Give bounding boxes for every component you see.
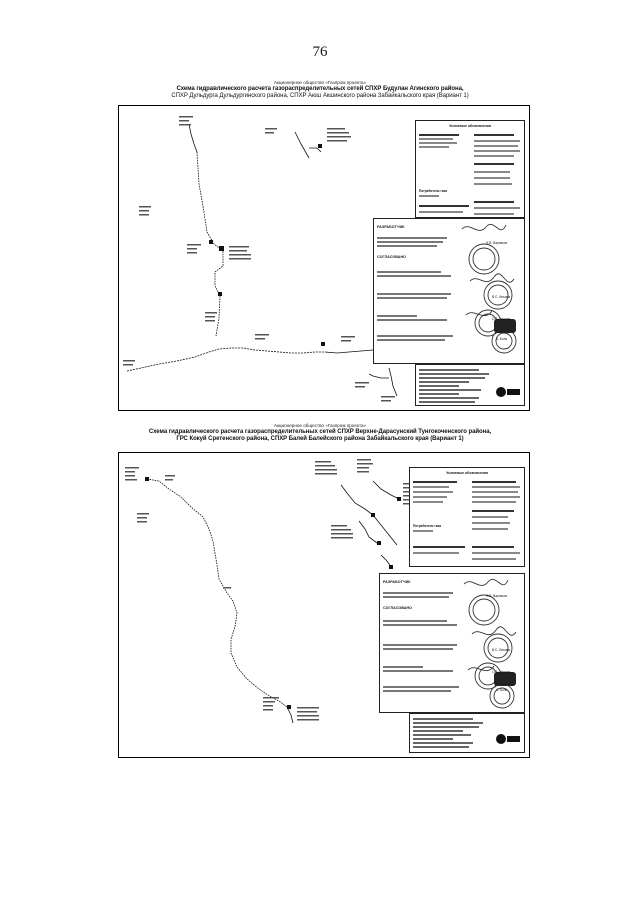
- pipeline-segment: [388, 367, 398, 397]
- top-legend-consumers: Потребитель газа: [419, 189, 447, 193]
- bottom-network-map: [125, 459, 413, 724]
- grp-node: [145, 477, 149, 481]
- bottom-agreed-label: СОГЛАСОВАНО: [383, 606, 413, 610]
- top-approval-block: РАЗРАБОТЧИК Н.В. Варнакое СОГЛАСОВАНО В.…: [373, 218, 525, 364]
- grp-node: [397, 497, 401, 501]
- pipeline-segment: [146, 478, 288, 708]
- bottom-seals-and-signatures: [463, 578, 517, 709]
- top-org-name: Акционерное общество «Газпром проекта»: [273, 80, 367, 85]
- grp-node: [318, 144, 322, 148]
- pipeline-segment: [294, 131, 310, 159]
- pipeline-segment: [286, 706, 294, 724]
- top-signer-3: О.В. Черноя: [492, 317, 511, 321]
- grp-node: [377, 541, 381, 545]
- top-title-line-1: Схема гидравлического расчета газораспре…: [176, 86, 464, 92]
- pipeline-segment: [340, 484, 398, 546]
- gazprom-logo-icon: [496, 734, 520, 744]
- pipeline-segment: [324, 349, 374, 354]
- pipeline-segment: [368, 373, 389, 379]
- top-developer-label: РАЗРАБОТЧИК: [377, 225, 405, 229]
- grp-node: [209, 240, 213, 244]
- top-title-line-2: СПХР Дульдурга Дульдургинского района, С…: [171, 93, 469, 100]
- grp-node: [371, 513, 375, 517]
- top-signer-4: А. Боль: [496, 337, 508, 341]
- top-legend-title: Условные обозначения: [449, 124, 491, 128]
- bottom-legend-title: Условные обозначения: [446, 471, 488, 475]
- top-agreed-label: СОГЛАСОВАНО: [377, 255, 407, 259]
- bottom-scheme-caption: Акционерное общество «Газпром проекта» С…: [100, 423, 540, 443]
- grp-node: [218, 292, 222, 296]
- top-legend: Условные обозначения Потребитель газа: [415, 120, 525, 218]
- bottom-signer-2: В.С. Ильина: [492, 648, 511, 652]
- grp-node: [389, 565, 393, 569]
- page-number: 76: [312, 44, 328, 60]
- bottom-title-line-2: ГРС Кокуй Сретенского района, СПХР Балей…: [176, 436, 464, 443]
- bottom-legend: Условные обозначения Потребитель газа: [409, 467, 525, 567]
- grp-node: [321, 342, 325, 346]
- pipeline-segment: [196, 151, 224, 252]
- top-seals-and-signatures: [461, 223, 517, 354]
- grp-node: [219, 246, 224, 251]
- gazprom-logo-icon: [496, 387, 520, 397]
- bottom-signer-1: Н.В. Варнакое: [486, 594, 508, 598]
- bottom-org-name: Акционерное общество «Газпром проекта»: [273, 423, 367, 428]
- pipeline-segment: [372, 480, 400, 500]
- top-signer-1: Н.В. Варнакое: [486, 241, 508, 245]
- bottom-legend-consumers: Потребитель газа: [413, 524, 441, 528]
- bottom-title-block: [409, 713, 525, 753]
- bottom-title-line-1: Схема гидравлического расчета газораспре…: [148, 429, 492, 435]
- bottom-approval-block: РАЗРАБОТЧИК Н.В. Варнакое СОГЛАСОВАНО В.…: [379, 573, 525, 713]
- pipeline-segment: [126, 347, 325, 372]
- top-scheme-caption: Акционерное общество «Газпром проекта» С…: [100, 80, 540, 100]
- pipeline-segment: [309, 147, 322, 153]
- top-title-block: [415, 364, 525, 406]
- grp-node: [287, 705, 291, 709]
- pipeline-segment: [215, 295, 221, 337]
- bottom-signer-4: А. Боль: [496, 688, 508, 692]
- bottom-scheme-frame: Условные обозначения Потребитель газа: [118, 452, 530, 758]
- bottom-developer-label: РАЗРАБОТЧИК: [383, 580, 411, 584]
- pipeline-segment: [214, 251, 224, 297]
- top-signer-2: В.С. Ильина: [492, 295, 511, 299]
- pipeline-segment: [188, 123, 198, 153]
- top-scheme-frame: Условные обозначения Потребитель газа: [118, 105, 530, 411]
- pipeline-segment: [358, 520, 378, 544]
- bottom-signer-3: О.В. Черноя: [492, 670, 511, 674]
